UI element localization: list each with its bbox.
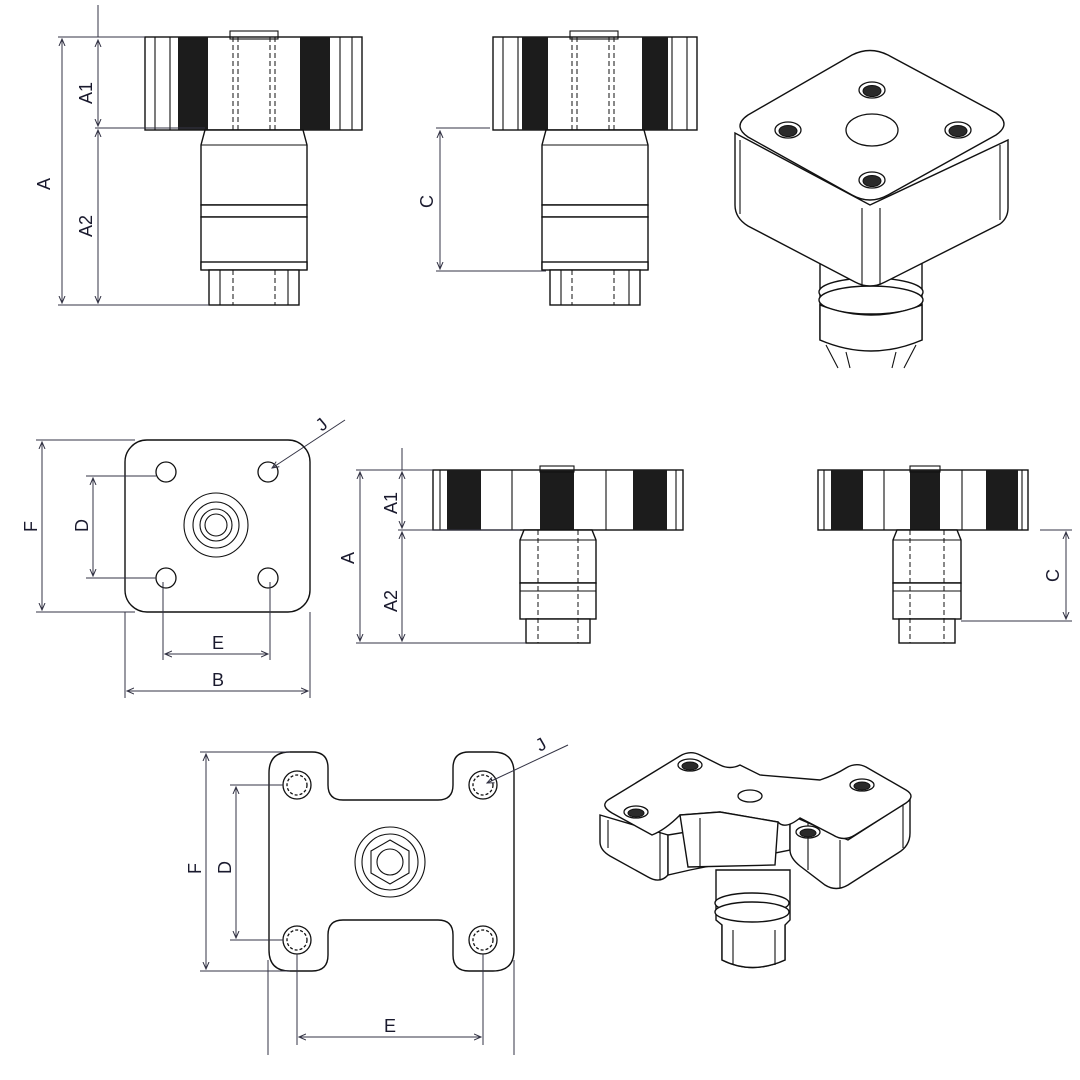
thread-region-left xyxy=(522,37,548,130)
dim-label-A2: A2 xyxy=(381,590,401,612)
dim-label-A: A xyxy=(34,178,54,190)
dim-label-E: E xyxy=(212,633,224,653)
dim-label-A1: A1 xyxy=(76,82,96,104)
side-view-4: C xyxy=(817,465,1072,644)
dim-label-J: J xyxy=(312,414,332,435)
dim-label-F: F xyxy=(185,863,205,874)
thread-region-right xyxy=(642,37,668,130)
side-view-2: C xyxy=(417,30,698,306)
side-view-1: A1 A2 A xyxy=(34,5,363,306)
top-view-square: D F E B J xyxy=(21,414,346,698)
dim-label-A2: A2 xyxy=(76,215,96,237)
isometric-view-2 xyxy=(599,752,912,969)
dim-label-D: D xyxy=(215,861,235,874)
top-view-h-shape: D F E J xyxy=(185,734,569,1055)
thread-region-right xyxy=(300,37,330,130)
thread-region-left xyxy=(178,37,208,130)
dim-label-B: B xyxy=(212,670,224,690)
dim-label-E: E xyxy=(384,1016,396,1036)
dim-label-D: D xyxy=(72,519,92,532)
dim-label-F: F xyxy=(21,521,41,532)
isometric-view-1 xyxy=(734,49,1009,369)
dim-label-J: J xyxy=(532,734,550,756)
dim-label-C: C xyxy=(417,195,437,208)
dim-label-A: A xyxy=(338,552,358,564)
side-view-3: A1 A2 A xyxy=(338,448,684,644)
dim-label-C: C xyxy=(1043,569,1063,582)
dim-label-A1: A1 xyxy=(381,492,401,514)
